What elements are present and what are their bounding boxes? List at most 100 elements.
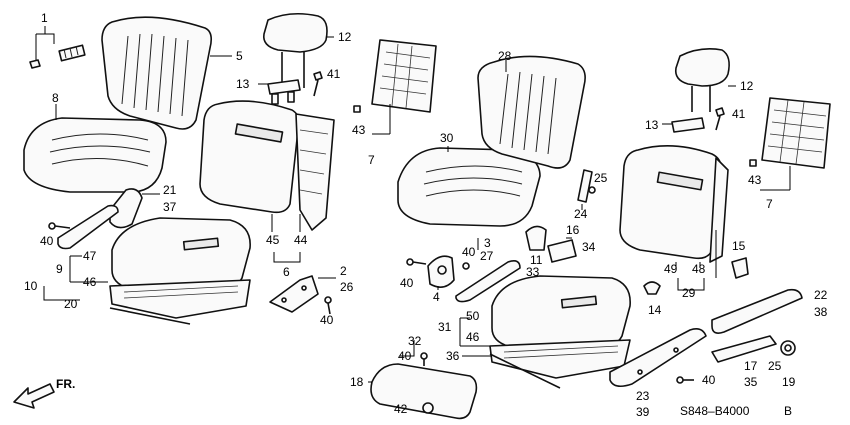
callout-5: 5: [236, 49, 243, 63]
seat-cushion-right: [491, 275, 631, 351]
callout-34: 34: [582, 240, 596, 254]
callout-11: 11: [530, 253, 543, 267]
callout-48: 48: [692, 262, 706, 276]
callout-26: 26: [340, 280, 354, 294]
callout-17: 17: [744, 359, 758, 373]
callout-9: 9: [56, 262, 63, 276]
callout-12: 12: [338, 30, 352, 44]
front-trim-18: [370, 363, 478, 420]
diagram-code: S848–B4000: [680, 404, 750, 418]
callout-33: 33: [526, 265, 540, 279]
seatback-panel-right: [761, 97, 831, 169]
callout-10: 10: [24, 279, 38, 293]
callout-3: 3: [484, 236, 491, 250]
callout-labels: 1 5 8 12 13 41 21 37 40 47 9 10 46 20 45…: [24, 11, 828, 419]
clip-43-right: [749, 159, 757, 167]
callout-13: 13: [645, 118, 659, 132]
bolt-41-right: [715, 107, 725, 131]
callout-29: 29: [682, 286, 696, 300]
callout-20: 20: [64, 297, 78, 311]
callout-13: 13: [236, 77, 250, 91]
callout-50: 50: [466, 309, 480, 323]
seat-cushion-cover-right: [397, 147, 541, 227]
callout-43: 43: [352, 123, 366, 137]
recliner-4: [427, 255, 455, 288]
seatback-cover-left: [101, 16, 212, 130]
callout-40: 40: [702, 373, 716, 387]
rail-cover-22: [711, 288, 803, 334]
seat-cushion-cover-left: [23, 117, 167, 193]
latch-bracket-15: [715, 230, 749, 279]
callout-2: 2: [340, 264, 347, 278]
bracket-34: [547, 239, 577, 263]
seatback-frame-left: [295, 113, 335, 231]
callout-27: 27: [480, 249, 494, 263]
callout-40: 40: [40, 234, 54, 248]
diagram-code-suffix: B: [784, 404, 792, 418]
callout-42: 42: [394, 402, 408, 416]
headrest-guide-left: [267, 79, 301, 105]
bolt-40-right: [676, 376, 694, 384]
callout-40: 40: [400, 276, 414, 290]
seat-cushion-left: [111, 217, 251, 293]
headrest-guide-right: [671, 117, 705, 133]
callout-30: 30: [440, 131, 454, 145]
callout-18: 18: [350, 375, 364, 389]
callout-25: 25: [768, 359, 782, 373]
callout-7: 7: [766, 197, 773, 211]
knob-11: [525, 225, 547, 251]
seat-pan-right: [489, 339, 631, 389]
seatback-frame-right: [709, 157, 729, 263]
lever-24: [577, 169, 596, 203]
clip-set-part: [29, 44, 86, 69]
headrest-right: [674, 48, 730, 112]
callout-46: 46: [466, 330, 480, 344]
callout-44: 44: [294, 233, 308, 247]
rail-cover-left: [57, 204, 119, 250]
callout-14: 14: [648, 303, 662, 317]
callout-43: 43: [748, 173, 762, 187]
seatback-pad-left: [199, 100, 300, 214]
callout-7: 7: [368, 153, 375, 167]
callout-23: 23: [636, 389, 650, 403]
callout-32: 32: [408, 334, 422, 348]
recliner-cover-left: [109, 188, 143, 229]
clip-43-center: [353, 105, 361, 113]
bolt-40-left-b: [324, 296, 332, 315]
callout-40: 40: [462, 245, 476, 259]
callout-40: 40: [320, 313, 334, 327]
callout-38: 38: [814, 305, 828, 319]
seatback-pad-right: [619, 145, 722, 260]
callout-21: 21: [163, 183, 177, 197]
callout-22: 22: [814, 288, 828, 302]
callout-46: 46: [83, 275, 97, 289]
callout-40: 40: [398, 349, 412, 363]
bolt-40-center-c: [420, 352, 428, 366]
callout-25: 25: [594, 171, 608, 185]
headrest-left: [262, 12, 328, 88]
callout-35: 35: [744, 375, 758, 389]
clip-14: [643, 281, 661, 295]
callout-36: 36: [446, 349, 460, 363]
callout-41: 41: [732, 107, 746, 121]
callout-19: 19: [782, 375, 796, 389]
track-rail-17: [711, 335, 777, 363]
callout-6: 6: [283, 265, 290, 279]
callout-37: 37: [163, 200, 177, 214]
callout-15: 15: [732, 239, 746, 253]
callout-41: 41: [327, 67, 341, 81]
seat-track-23: [609, 328, 707, 388]
knob-19: [780, 340, 796, 356]
callout-4: 4: [433, 290, 440, 304]
recliner-cover-27: [455, 260, 521, 303]
callout-45: 45: [266, 233, 280, 247]
callout-12: 12: [740, 79, 754, 93]
seatback-panel-center: [371, 39, 437, 113]
bolt-41-left: [313, 71, 323, 97]
callout-16: 16: [566, 223, 580, 237]
callout-8: 8: [52, 91, 59, 105]
callout-24: 24: [574, 207, 588, 221]
seat-pan-left: [109, 279, 251, 325]
front-direction-label: FR.: [56, 377, 75, 391]
